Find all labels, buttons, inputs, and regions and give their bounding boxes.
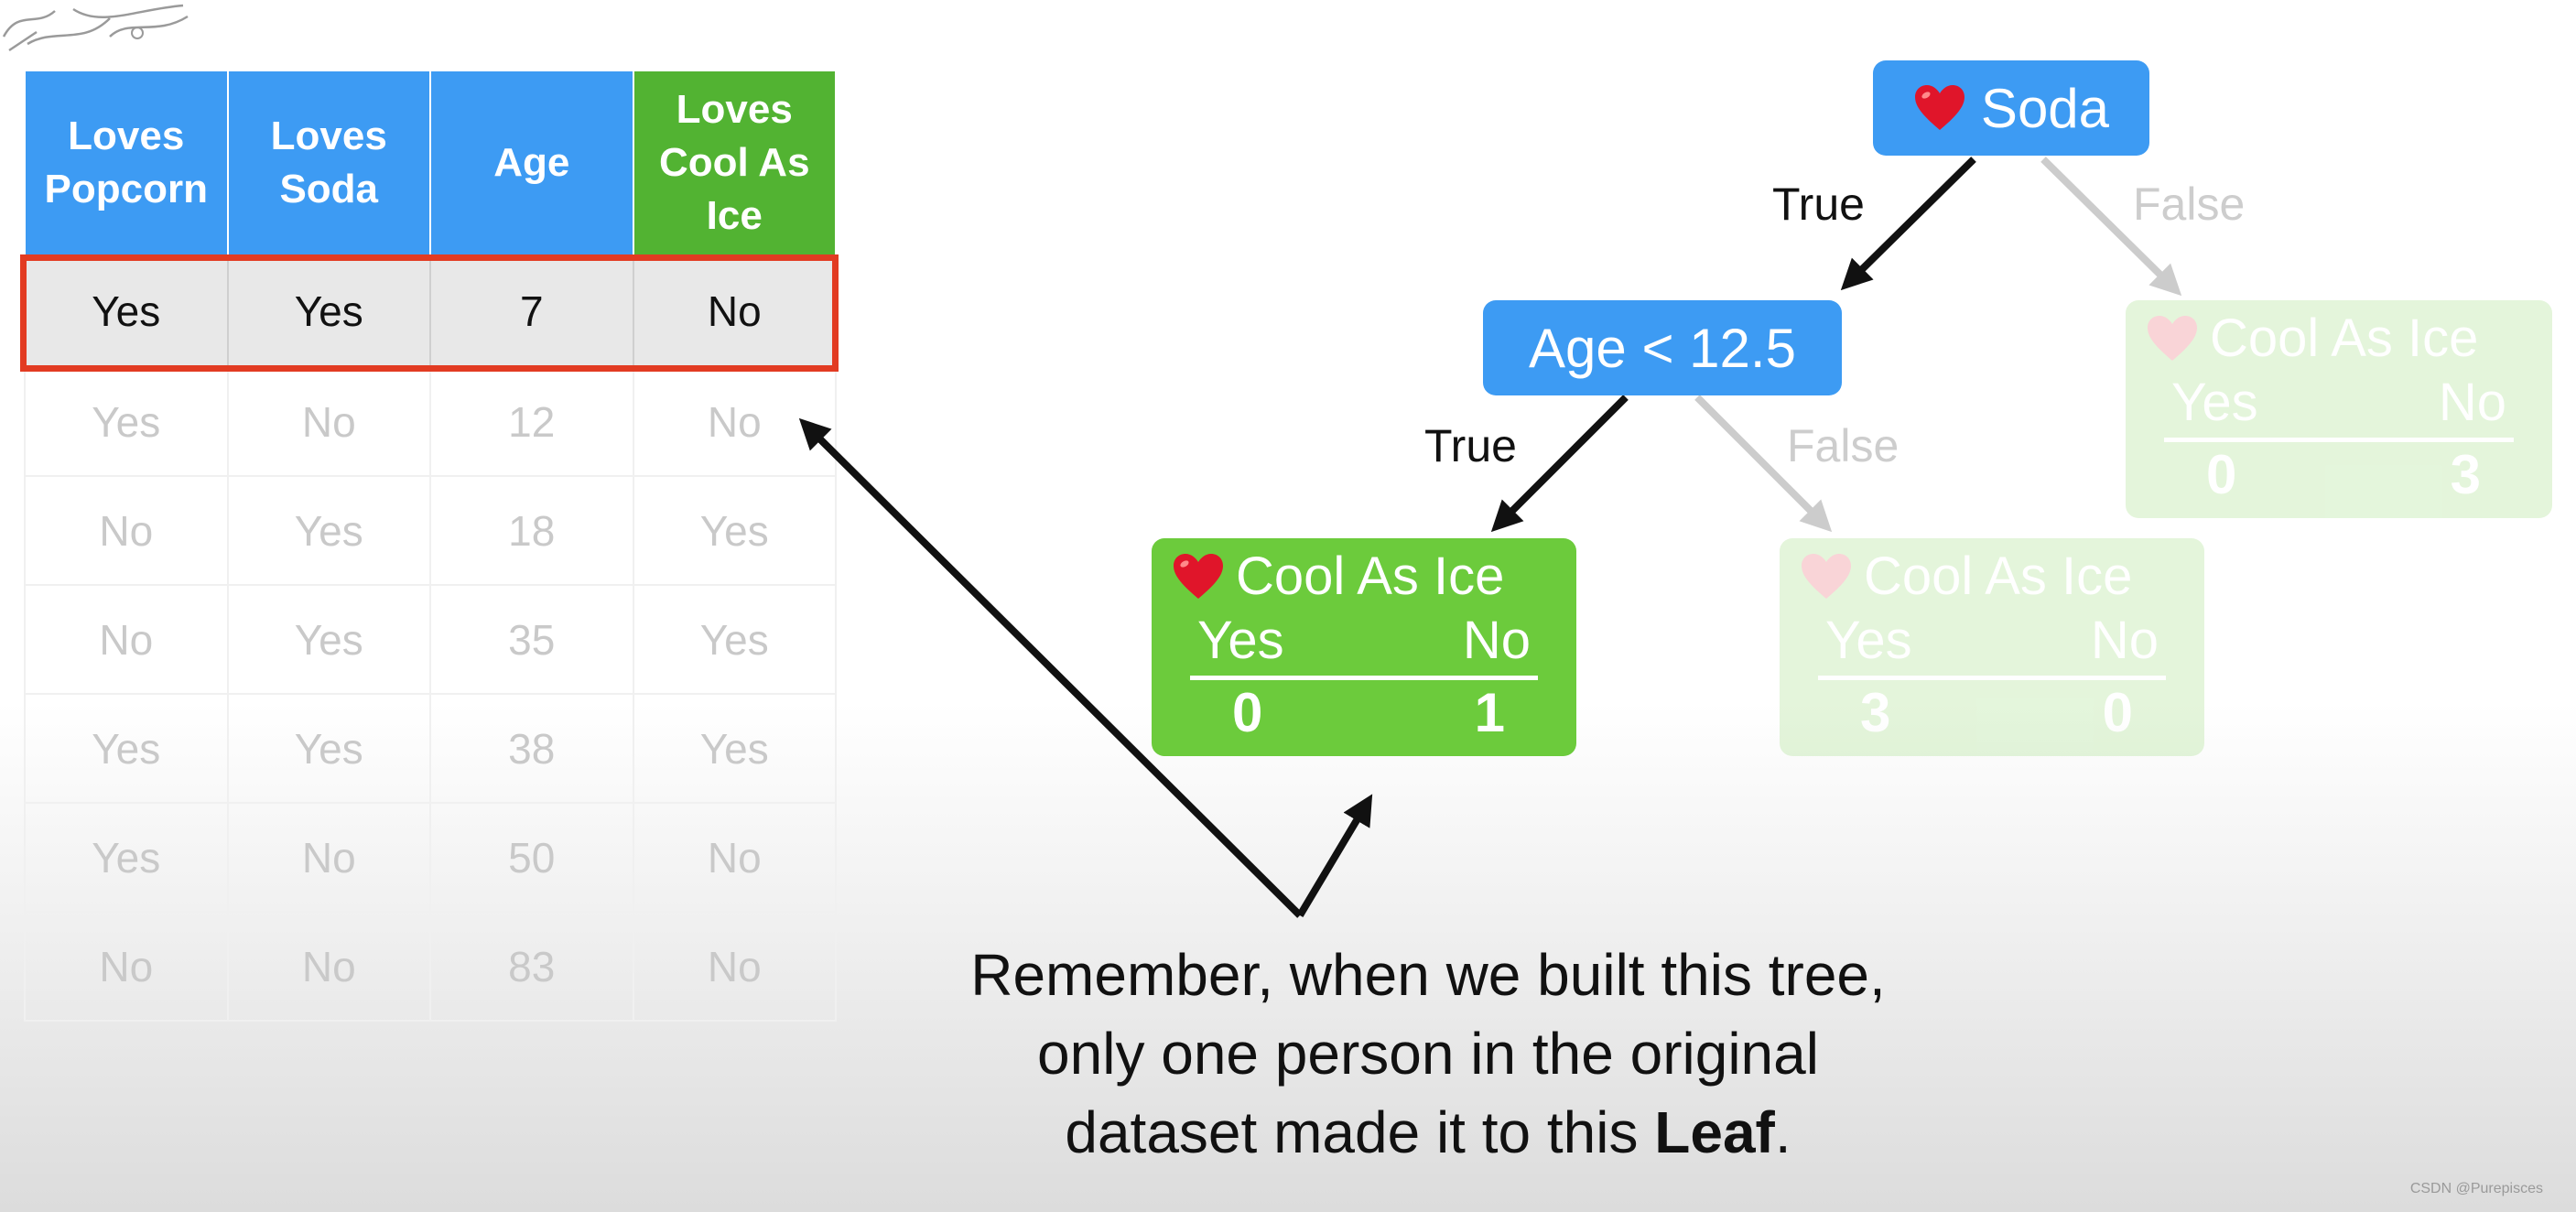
leaf-yes-count: 0 xyxy=(2206,444,2237,505)
table-cell: Yes xyxy=(24,366,229,477)
heart-icon xyxy=(1174,553,1223,599)
table-row-highlighted: Yes Yes 7 No xyxy=(24,254,837,368)
table-cell: 35 xyxy=(429,584,634,695)
leaf-yes-label: Yes xyxy=(1197,611,1284,670)
leaf-yes-label: Yes xyxy=(2171,373,2258,432)
table-cell: No xyxy=(24,911,229,1022)
table-row: Yes No 50 No xyxy=(24,802,837,913)
table-cell: Yes xyxy=(226,584,431,695)
leaf-node-faded-age-false: Cool As Ice Yes No 3 0 xyxy=(1780,538,2204,756)
heart-icon xyxy=(2148,315,2197,361)
table-cell: 12 xyxy=(429,366,634,477)
leaf-title: Cool As Ice xyxy=(1864,546,2133,606)
table-cell: Yes xyxy=(226,693,431,804)
leaf-yes-label: Yes xyxy=(1825,611,1912,670)
table-row: No Yes 35 Yes xyxy=(24,584,837,695)
table-cell: Yes xyxy=(226,254,431,368)
root-node-soda: Soda xyxy=(1873,60,2149,156)
annotation-arrow-to-leaf xyxy=(1296,794,1373,918)
caption-line-3-suffix: . xyxy=(1774,1099,1791,1165)
table-cell: Yes xyxy=(24,802,229,913)
table-cell: 83 xyxy=(429,911,634,1022)
caption-line-3-prefix: dataset made it to this xyxy=(1065,1099,1655,1165)
table-cell: No xyxy=(226,366,431,477)
leaf-divider xyxy=(2164,438,2514,442)
caption-line-1: Remember, when we built this tree, xyxy=(970,942,1886,1008)
table-cell: No xyxy=(632,911,837,1022)
leaf-node-faded-root-false: Cool As Ice Yes No 0 3 xyxy=(2126,300,2552,518)
leaf-title: Cool As Ice xyxy=(1236,546,1505,606)
leaf-no-count: 1 xyxy=(1474,682,1505,743)
table-row: No No 83 No xyxy=(24,911,837,1022)
caption-bold-word: Leaf xyxy=(1654,1099,1775,1165)
leaf-divider xyxy=(1818,676,2166,680)
watermark: CSDN @Purepisces xyxy=(2409,1181,2543,1196)
table-cell: No xyxy=(24,584,229,695)
table-cell: Yes xyxy=(24,693,229,804)
table-cell: Yes xyxy=(24,254,229,368)
logo-sketch xyxy=(2,4,189,52)
table-cell: Yes xyxy=(632,693,837,804)
edge-label-age-false: False xyxy=(1787,420,1900,471)
leaf-title: Cool As Ice xyxy=(2210,308,2479,368)
root-node-label: Soda xyxy=(1980,77,2110,139)
leaf-node-active: Cool As Ice Yes No 0 1 xyxy=(1152,538,1576,756)
caption-line-2: only one person in the original xyxy=(1037,1021,1819,1087)
table-cell: No xyxy=(226,802,431,913)
table-cell: Yes xyxy=(632,475,837,586)
leaf-divider xyxy=(1190,676,1538,680)
age-node-label: Age < 12.5 xyxy=(1529,317,1796,379)
header-loves-popcorn: Loves Popcorn xyxy=(24,71,229,255)
table-cell: No xyxy=(24,475,229,586)
edge-age-true xyxy=(1490,395,1629,533)
leaf-no-label: No xyxy=(2090,611,2159,670)
header-loves-cool-as-ice: Loves Cool As Ice xyxy=(632,71,837,255)
edge-label-root-true: True xyxy=(1772,179,1865,230)
heart-icon xyxy=(1802,553,1851,599)
caption: Remember, when we built this tree, only … xyxy=(787,936,2069,1172)
age-node: Age < 12.5 xyxy=(1483,300,1842,395)
table-cell: 7 xyxy=(429,254,634,368)
table-cell: No xyxy=(632,366,837,477)
table-row: No Yes 18 Yes xyxy=(24,475,837,586)
table-cell: 50 xyxy=(429,802,634,913)
header-loves-soda: Loves Soda xyxy=(226,71,431,255)
leaf-no-count: 3 xyxy=(2450,444,2481,505)
edge-label-root-false: False xyxy=(2133,179,2246,230)
edge-root-true xyxy=(1840,157,1976,291)
leaf-yes-count: 3 xyxy=(1860,682,1891,743)
table-cell: Yes xyxy=(226,475,431,586)
leaf-no-label: No xyxy=(2438,373,2506,432)
table-cell: No xyxy=(226,911,431,1022)
table-header-row: Loves Popcorn Loves Soda Age Loves Cool … xyxy=(24,71,837,255)
header-age: Age xyxy=(429,71,634,255)
heart-icon xyxy=(1914,85,1964,130)
leaf-no-label: No xyxy=(1462,611,1531,670)
table-row: Yes Yes 38 Yes xyxy=(24,693,837,804)
table-row: Yes No 12 No xyxy=(24,366,837,477)
table-cell: 18 xyxy=(429,475,634,586)
caption-line-3: dataset made it to this Leaf. xyxy=(787,1093,2069,1172)
data-table: Loves Popcorn Loves Soda Age Loves Cool … xyxy=(24,71,837,1022)
edge-label-age-true: True xyxy=(1424,420,1517,471)
table-cell: No xyxy=(632,802,837,913)
table-cell: No xyxy=(632,254,837,368)
table-cell: Yes xyxy=(632,584,837,695)
table-cell: 38 xyxy=(429,693,634,804)
leaf-yes-count: 0 xyxy=(1232,682,1263,743)
leaf-no-count: 0 xyxy=(2102,682,2133,743)
